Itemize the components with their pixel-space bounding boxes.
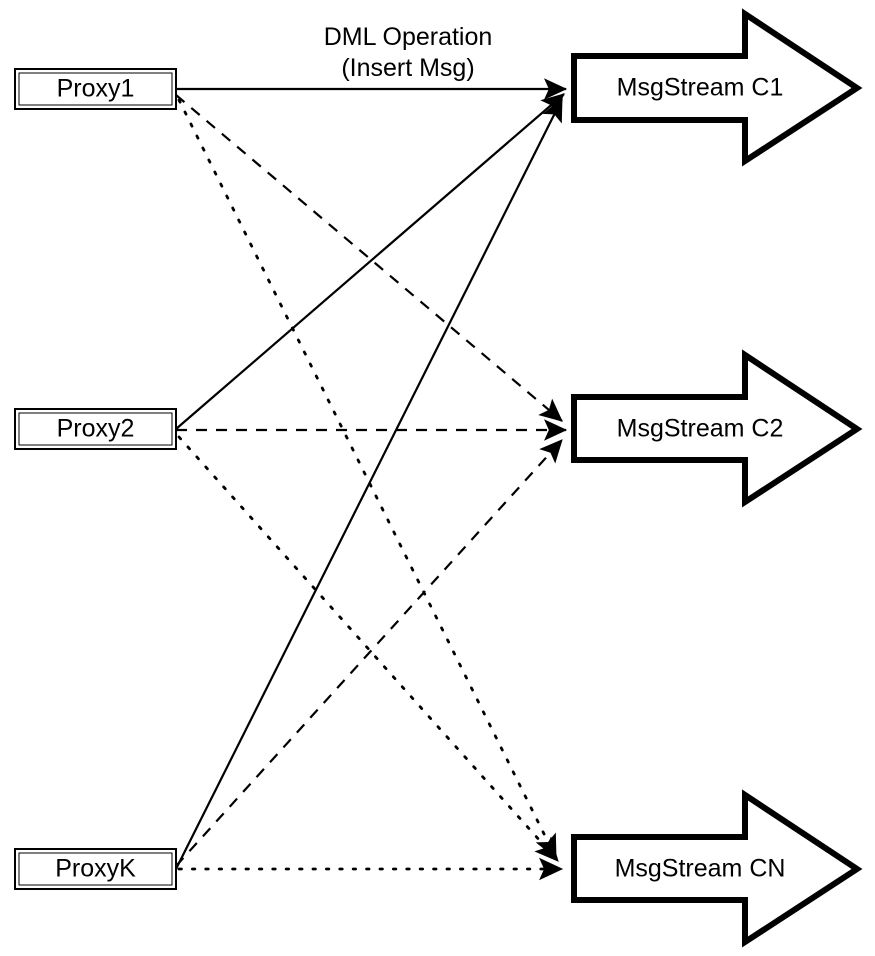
connection-proxy2-to-stream-cn — [177, 435, 560, 863]
connection-proxy2-to-stream-c1 — [175, 93, 565, 430]
proxyk-box[interactable] — [14, 848, 177, 890]
proxy-node-proxyk[interactable]: ProxyK — [14, 848, 177, 890]
stream-c1-label: MsgStream C1 — [617, 74, 784, 102]
proxy1-box-inner-border — [18, 72, 173, 106]
connections-to-stream-c1 — [175, 78, 568, 870]
stream-c2-block-arrow[interactable] — [571, 349, 863, 508]
proxy2-label: Proxy2 — [57, 415, 135, 443]
connection-proxy1-to-stream-c2 — [175, 94, 563, 422]
proxy2-box[interactable] — [14, 408, 177, 450]
connections-to-stream-c2 — [175, 94, 568, 867]
connection-proxyk-to-stream-c2 — [175, 439, 563, 867]
stream-cn-label: MsgStream CN — [615, 855, 786, 883]
stream-c1-block-arrow[interactable] — [571, 8, 863, 167]
stream-node-stream-c2[interactable]: MsgStream C2 — [571, 349, 863, 508]
edge-caption-line2: (Insert Msg) — [341, 54, 474, 82]
stream-cn-block-arrow[interactable] — [571, 789, 863, 948]
connection-proxy1-to-stream-cn — [177, 98, 558, 860]
proxy-node-proxy1[interactable]: Proxy1 — [14, 68, 177, 110]
proxyk-label: ProxyK — [55, 855, 136, 883]
edge-caption-group: DML Operation (Insert Msg) — [324, 23, 493, 82]
edge-caption-line1: DML Operation — [324, 23, 493, 51]
proxy-node-proxy2[interactable]: Proxy2 — [14, 408, 177, 450]
stream-c2-label: MsgStream C2 — [617, 415, 784, 443]
proxy1-box[interactable] — [14, 68, 177, 110]
connections-to-stream-cn — [177, 98, 564, 881]
proxy1-label: Proxy1 — [57, 75, 135, 103]
proxy2-box-inner-border — [18, 412, 173, 446]
proxyk-box-inner-border — [18, 852, 173, 886]
stream-node-stream-c1[interactable]: MsgStream C1 — [571, 8, 863, 167]
stream-node-stream-cn[interactable]: MsgStream CN — [571, 789, 863, 948]
